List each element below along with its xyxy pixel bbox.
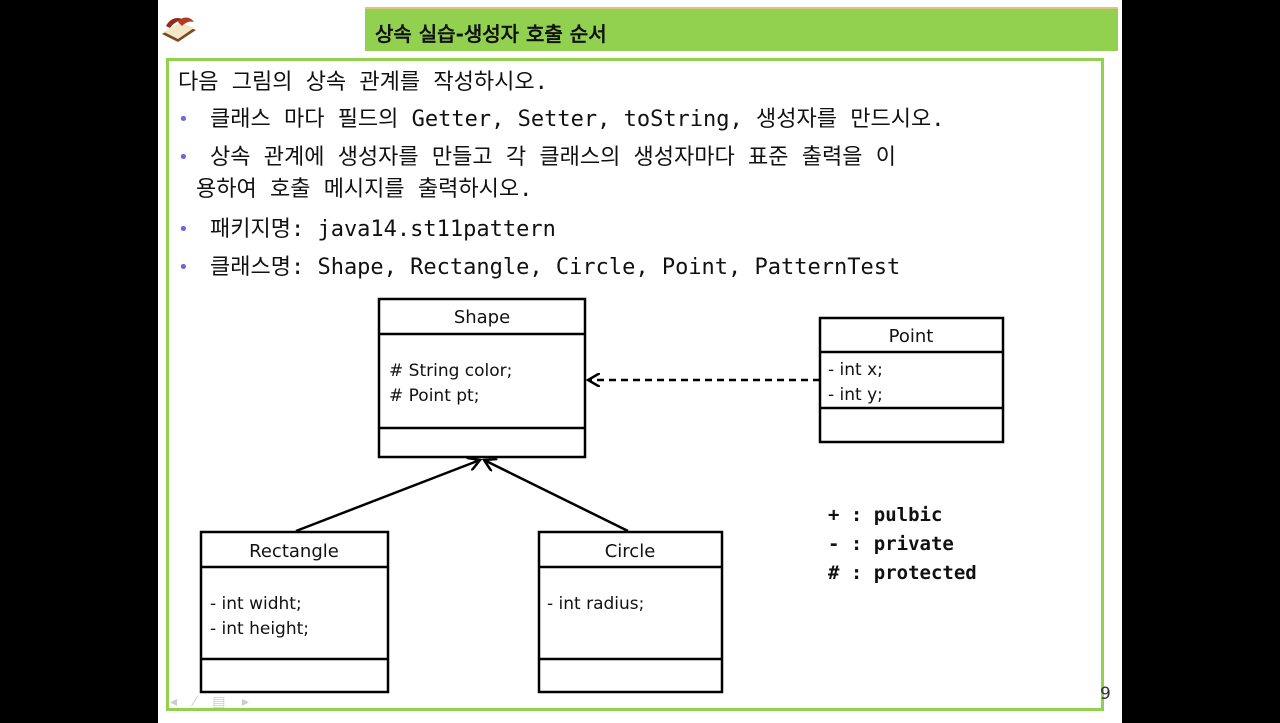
inheritance-arrow <box>295 460 480 533</box>
class-attribute: # Point pt; <box>389 386 479 406</box>
class-name: Circle <box>605 541 656 562</box>
legend-protected: # : protected <box>828 562 977 584</box>
inheritance-arrow <box>484 460 629 533</box>
class-attribute: - int y; <box>828 385 883 405</box>
legend-public: + : pulbic <box>828 504 943 526</box>
bullet-dot-icon: • <box>178 147 189 168</box>
uml-class-diagram: Shape # String color; # Point pt; Point … <box>199 297 1005 694</box>
title-bar: 상속 실습-생성자 호출 순서 <box>365 7 1118 51</box>
class-name: Shape <box>454 307 510 328</box>
slide-nav-icons[interactable]: ◂ ⁄ ▤ ▸ <box>170 694 255 710</box>
page-number: 9 <box>1100 684 1111 704</box>
class-circle: Circle - int radius; <box>537 530 724 694</box>
class-name: Rectangle <box>249 541 339 562</box>
legend-private: - : private <box>828 533 954 555</box>
class-attribute: - int widht; <box>210 594 302 614</box>
bullet-dot-icon: • <box>178 219 189 240</box>
bullet-dot-icon: • <box>178 109 189 130</box>
intro-text: 다음 그림의 상속 관계를 작성하시오. <box>178 70 548 95</box>
class-point: Point - int x; - int y; <box>818 316 1005 444</box>
slide-title: 상속 실습-생성자 호출 순서 <box>375 22 607 46</box>
slide: 상속 실습-생성자 호출 순서 다음 그림의 상속 관계를 작성하시오. • 클… <box>158 0 1122 723</box>
book-logo-icon <box>162 17 196 42</box>
class-shape: Shape # String color; # Point pt; <box>377 297 587 459</box>
class-attribute: - int x; <box>828 360 883 380</box>
class-attribute: # String color; <box>389 361 512 381</box>
class-name: Point <box>889 326 934 347</box>
class-attribute: - int radius; <box>547 594 644 614</box>
bullet-dot-icon: • <box>178 257 189 278</box>
class-rectangle: Rectangle - int widht; - int height; <box>199 530 390 694</box>
class-attribute: - int height; <box>210 619 309 639</box>
content-box <box>166 58 1104 711</box>
